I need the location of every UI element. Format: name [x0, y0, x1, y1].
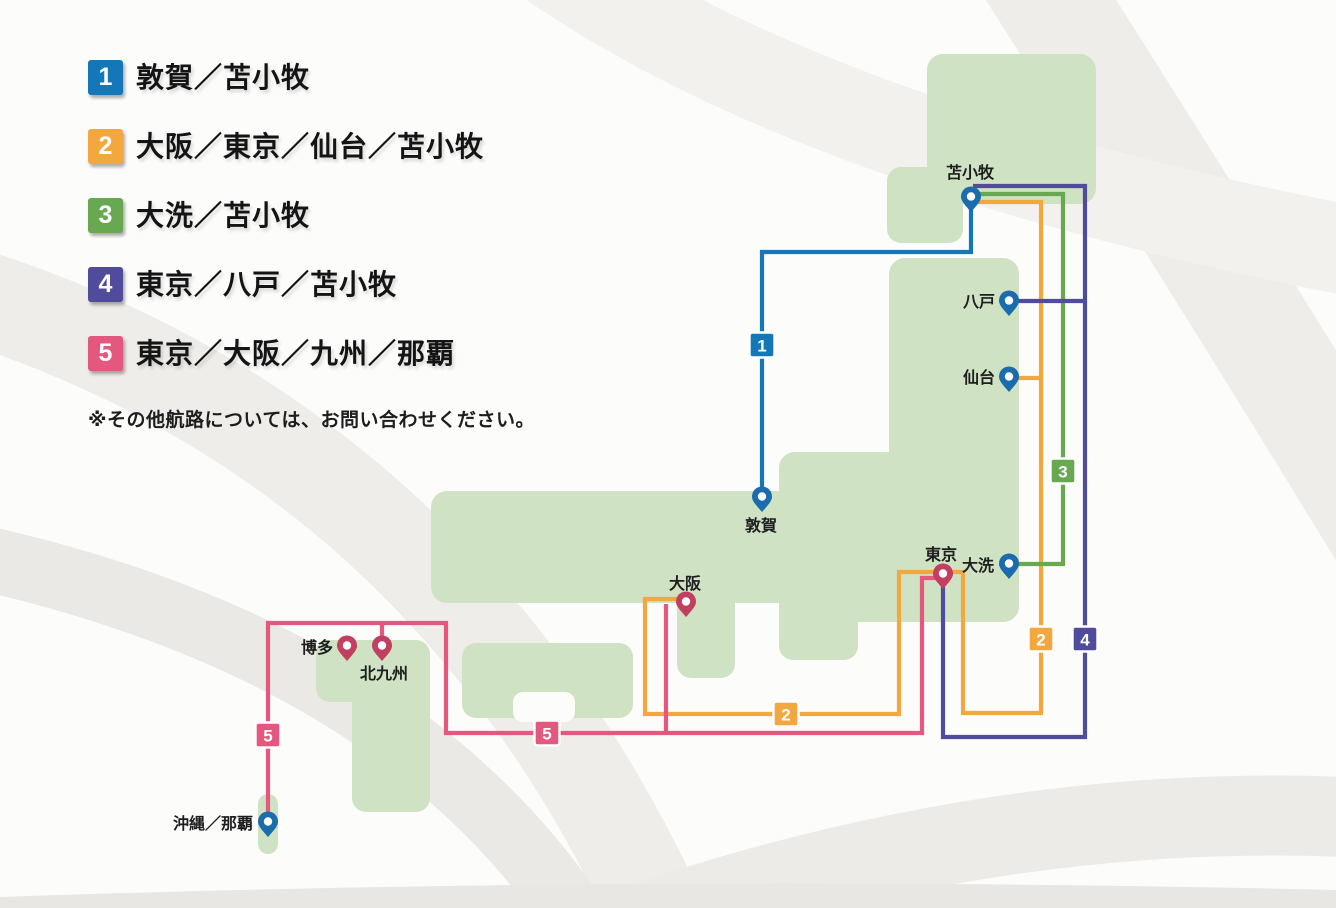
landmass-hokkaido-west: [887, 167, 963, 243]
port-label-oarai: 大洗: [962, 556, 994, 575]
legend-route-3-badge: 3: [88, 198, 123, 233]
route-3-line: [973, 191, 1066, 567]
pin-hole: [377, 641, 387, 650]
background-swoosh: [564, 775, 1336, 908]
port-pin-hachinohe: [999, 290, 1019, 316]
route-5-badge-number: 5: [263, 727, 272, 746]
route-3-badge: 3: [1049, 457, 1077, 485]
landmass-kyushu-south: [352, 660, 430, 812]
legend-item-route-2: 2 大阪／東京／仙台／苫小牧: [88, 129, 535, 164]
port-label-sendai: 仙台: [963, 368, 995, 387]
port-label-kitakyushu: 北九州: [360, 665, 408, 683]
port-pin-kitakyushu: [372, 635, 392, 661]
legend-route-5-badge: 5: [88, 336, 123, 371]
route-lines: [265, 183, 1088, 822]
port-label-hakata: 博多: [301, 638, 333, 657]
landmass-tokai: [779, 560, 858, 660]
legend-route-5-label: 東京／大阪／九州／那覇: [136, 337, 456, 369]
legend-item-route-1: 1 敦賀／苫小牧: [88, 60, 535, 95]
route-5-line: [265, 575, 943, 822]
route-2-line: [642, 199, 1044, 717]
route-5-badge-okinawa: 5: [254, 721, 282, 749]
legend-route-4-label: 東京／八戸／苫小牧: [136, 268, 398, 300]
legend: 1 敦賀／苫小牧 2 大阪／東京／仙台／苫小牧 3 大洗／苫小牧 4 東京／八戸…: [88, 60, 535, 432]
route-5-badge-number: 5: [542, 725, 551, 744]
landmass-kii-peninsula: [677, 560, 735, 678]
route-4-line: [940, 183, 1088, 740]
port-label-tokyo: 東京: [925, 545, 957, 564]
port-pin-hakata: [337, 635, 357, 661]
port-label-tomakomai: 苫小牧: [946, 163, 995, 182]
pin-hole: [757, 492, 767, 501]
port-label-osaka: 大阪: [669, 574, 702, 593]
shikoku-coast-notch: [513, 692, 575, 722]
pin-hole: [681, 597, 691, 606]
port-pin-oarai: [999, 553, 1019, 579]
landmasses: [258, 54, 1096, 854]
route-2-badge-number: 2: [1036, 631, 1045, 650]
route-1-badge: 1: [748, 331, 776, 359]
port-pin-tsuruga: [752, 486, 772, 512]
legend-route-2-badge: 2: [88, 129, 123, 164]
legend-route-1-label: 敦賀／苫小牧: [136, 61, 311, 93]
port-pin-okinawa-naha: [258, 811, 278, 837]
pin-hole: [342, 641, 352, 650]
port-pin-sendai: [999, 366, 1019, 392]
ports: 苫小牧 八戸 仙台 敦賀 東京: [173, 163, 1019, 837]
landmass-west-honshu: [431, 491, 800, 603]
pin-hole: [1004, 559, 1014, 568]
route-4-badge: 4: [1071, 625, 1099, 653]
landmass-shikoku: [462, 643, 633, 718]
route-2-badge-number: 2: [781, 706, 790, 725]
route-1-badge-number: 1: [757, 337, 766, 356]
legend-item-route-5: 5 東京／大阪／九州／那覇: [88, 336, 535, 371]
pin-hole: [1004, 296, 1014, 305]
pin-hole: [966, 192, 976, 201]
legend-item-route-4: 4 東京／八戸／苫小牧: [88, 267, 535, 302]
legend-item-route-3: 3 大洗／苫小牧: [88, 198, 535, 233]
port-pin-tomakomai: [961, 186, 981, 212]
landmass-hokkaido-main: [927, 54, 1096, 204]
background-bottom-band: [0, 883, 1336, 908]
port-label-okinawa-naha: 沖縄／那覇: [173, 814, 253, 833]
port-label-hachinohe: 八戸: [962, 293, 995, 311]
legend-route-1-badge: 1: [88, 60, 123, 95]
legend-route-4-badge: 4: [88, 267, 123, 302]
pin-hole: [938, 569, 948, 578]
legend-note: ※その他航路については、お問い合わせください。: [88, 410, 536, 431]
background-swoosh: [0, 254, 704, 908]
legend-route-3-label: 大洗／苫小牧: [136, 199, 311, 231]
port-pin-osaka: [676, 591, 696, 617]
pin-hole: [1004, 372, 1014, 381]
route-badges: 1 2 2 3 4 5 5: [254, 331, 1099, 749]
port-pin-tokyo: [933, 563, 953, 589]
route-1-line: [759, 197, 974, 499]
route-3-badge-number: 3: [1058, 463, 1067, 482]
route-2-badge-east: 2: [1027, 625, 1055, 653]
route-4-badge-number: 4: [1080, 631, 1090, 650]
route-2-badge-south: 2: [772, 700, 800, 728]
port-label-tsuruga: 敦賀: [745, 516, 777, 535]
route-5-badge-center: 5: [533, 719, 561, 747]
background-swoosh: [526, 0, 1336, 294]
legend-route-2-label: 大阪／東京／仙台／苫小牧: [136, 130, 485, 162]
pin-hole: [263, 817, 273, 826]
